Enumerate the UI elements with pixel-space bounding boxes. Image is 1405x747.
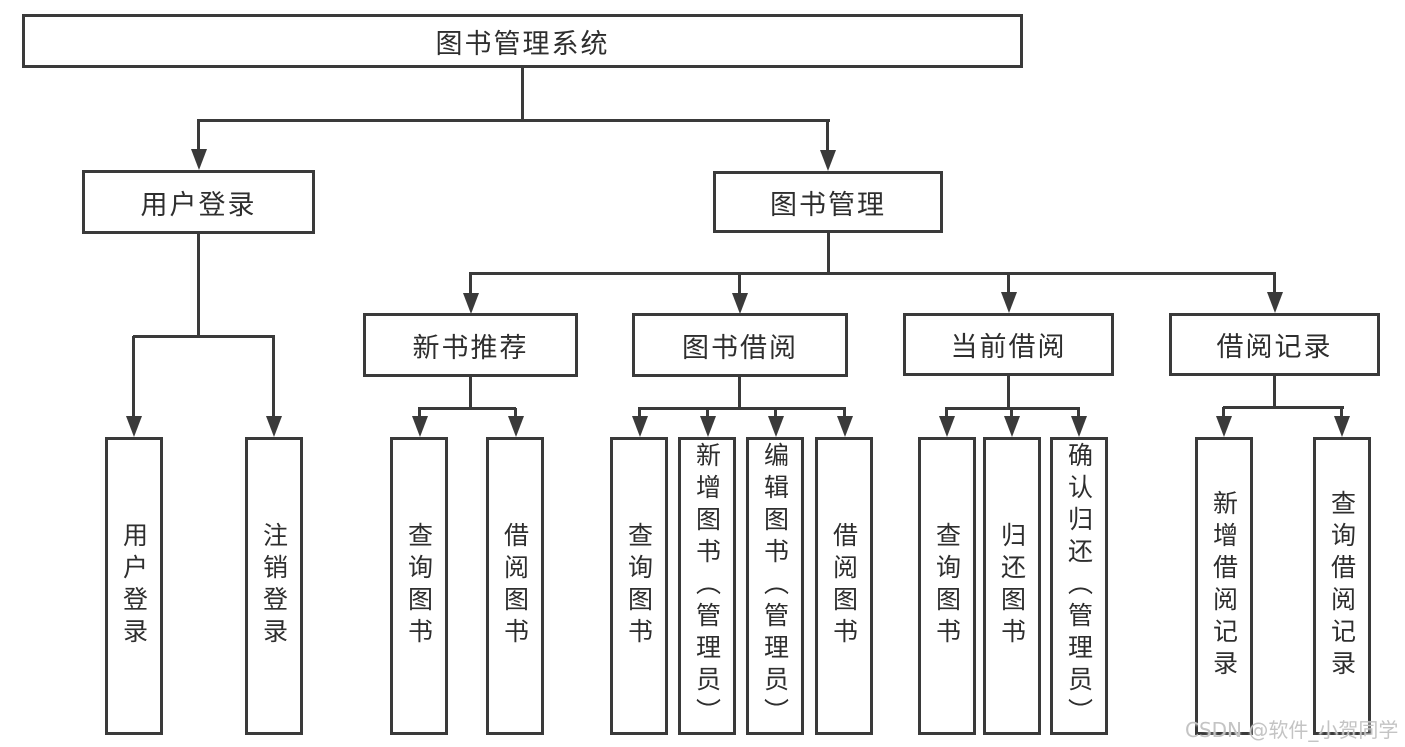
- connector-book-management-stub: [827, 232, 830, 274]
- node-book-borrow: 图书借阅: [632, 313, 848, 377]
- arrowhead-icon: [1333, 416, 1350, 437]
- node-label: 注销登录: [259, 522, 289, 650]
- arrow-to-book-borrow: [731, 273, 748, 314]
- node-label: 确认归还（管理员）: [1064, 442, 1094, 730]
- arrow-g3-edit-book: [767, 408, 784, 437]
- leaf-return-book: 归还图书: [983, 437, 1041, 735]
- arrowhead-icon: [1215, 416, 1232, 437]
- arrowhead-icon: [125, 416, 142, 437]
- node-label: 用户登录: [119, 522, 149, 650]
- node-label: 查询图书: [404, 522, 434, 650]
- leaf-query-books-recommend: 查询图书: [390, 437, 448, 735]
- arrowhead-icon: [699, 416, 716, 437]
- node-label: 图书管理系统: [435, 28, 610, 60]
- arrowhead-icon: [731, 293, 748, 314]
- arrow-g4-return-book: [1003, 408, 1020, 437]
- node-label: 借阅记录: [1216, 332, 1333, 363]
- arrowhead-icon: [1003, 416, 1020, 437]
- arrow-g4-query-books: [938, 408, 955, 437]
- leaf-user-login: 用户登录: [105, 437, 163, 735]
- leaf-add-borrow-record: 新增借阅记录: [1195, 437, 1253, 735]
- arrow-to-book-management: [819, 120, 836, 171]
- leaf-borrow-books-recommend: 借阅图书: [486, 437, 544, 735]
- arrowhead-icon: [411, 416, 428, 437]
- connector-group3-bar: [638, 407, 846, 410]
- node-label: 图书借阅: [682, 332, 798, 364]
- arrow-g4-confirm-return: [1070, 408, 1087, 437]
- arrowhead-icon: [1000, 292, 1017, 313]
- leaf-query-borrow-record: 查询借阅记录: [1313, 437, 1371, 735]
- csdn-watermark: CSDN @软件_小贺同学: [1185, 718, 1399, 742]
- connector-book-borrow-stub: [738, 376, 741, 408]
- leaf-logout: 注销登录: [245, 437, 303, 735]
- arrow-to-leaf-logout: [265, 336, 282, 437]
- node-user-login: 用户登录: [82, 170, 315, 234]
- arrowhead-icon: [631, 416, 648, 437]
- arrowhead-icon: [190, 149, 207, 170]
- node-root-system: 图书管理系统: [22, 14, 1023, 68]
- node-label: 归还图书: [997, 522, 1027, 650]
- node-label: 新增图书（管理员）: [692, 442, 722, 730]
- arrow-g5-add-record: [1215, 407, 1232, 437]
- connector-group1-bar: [133, 335, 275, 338]
- node-label: 当前借阅: [950, 332, 1067, 363]
- arrowhead-icon: [265, 416, 282, 437]
- connector-current-borrow-stub: [1007, 375, 1010, 408]
- node-current-borrow: 当前借阅: [903, 313, 1114, 376]
- connector-root-stub: [521, 67, 524, 120]
- arrowhead-icon: [938, 416, 955, 437]
- arrowhead-icon: [836, 416, 853, 437]
- node-label: 编辑图书（管理员）: [760, 442, 790, 730]
- arrow-g2-borrow-books: [507, 408, 524, 437]
- arrow-to-new-book-recommend: [462, 273, 479, 314]
- leaf-query-books-current: 查询图书: [918, 437, 976, 735]
- arrowhead-icon: [819, 150, 836, 171]
- node-label: 借阅图书: [500, 522, 530, 650]
- connector-group2-bar: [418, 407, 516, 410]
- node-label: 查询图书: [624, 522, 654, 650]
- arrowhead-icon: [507, 416, 524, 437]
- node-label: 新书推荐: [412, 332, 529, 364]
- arrowhead-icon: [462, 293, 479, 314]
- arrow-g3-borrow-book: [836, 408, 853, 437]
- node-borrow-records: 借阅记录: [1169, 313, 1380, 376]
- node-label: 新增借阅记录: [1209, 490, 1239, 682]
- connector-user-login-stub: [197, 232, 200, 336]
- arrow-to-borrow-records: [1266, 273, 1283, 313]
- arrowhead-icon: [767, 416, 784, 437]
- node-new-book-recommend: 新书推荐: [363, 313, 578, 377]
- node-label: 图书管理: [770, 189, 886, 221]
- node-label: 用户登录: [140, 189, 257, 221]
- connector-level2-bar: [197, 119, 830, 122]
- leaf-add-book-admin: 新增图书（管理员）: [678, 437, 736, 735]
- arrow-g3-add-book: [699, 408, 716, 437]
- connector-new-book-stub: [469, 376, 472, 408]
- arrowhead-icon: [1070, 416, 1087, 437]
- node-label: 查询图书: [932, 522, 962, 650]
- arrow-g3-query-books: [631, 408, 648, 437]
- leaf-query-books-borrow: 查询图书: [610, 437, 668, 735]
- node-label: 借阅图书: [829, 522, 859, 650]
- arrow-to-current-borrow: [1000, 273, 1017, 313]
- leaf-edit-book-admin: 编辑图书（管理员）: [746, 437, 804, 735]
- arrow-to-user-login: [190, 120, 207, 170]
- arrow-g2-query-books: [411, 408, 428, 437]
- arrow-g5-query-record: [1333, 407, 1350, 437]
- leaf-confirm-return-admin: 确认归还（管理员）: [1050, 437, 1108, 735]
- leaf-borrow-book: 借阅图书: [815, 437, 873, 735]
- arrowhead-icon: [1266, 292, 1283, 313]
- node-book-management: 图书管理: [713, 171, 943, 233]
- arrow-to-leaf-user-login: [125, 336, 142, 437]
- node-label: 查询借阅记录: [1327, 490, 1357, 682]
- connector-borrow-records-stub: [1273, 376, 1276, 406]
- connector-group5-bar: [1223, 406, 1344, 409]
- connector-level3-bar: [469, 272, 1276, 275]
